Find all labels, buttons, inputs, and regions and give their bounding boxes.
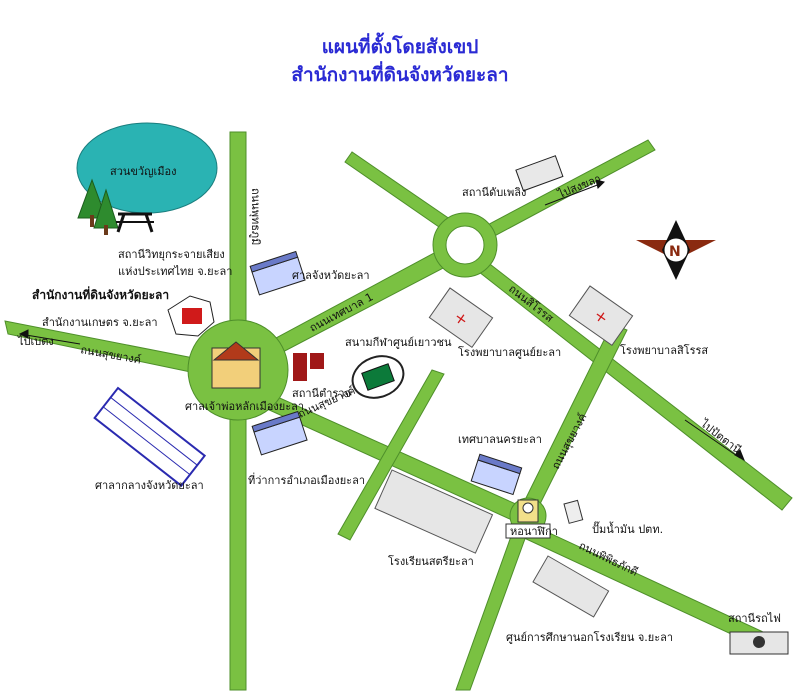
map-title: แผนที่ตั้งโดยสังเขป (321, 36, 479, 58)
park (76, 122, 218, 235)
radio-label-2: แห่งประเทศไทย จ.ยะลา (118, 265, 232, 278)
nonformal-center-label: ศูนย์การศึกษานอกโรงเรียน จ.ยะลา (506, 630, 673, 644)
train-station-label: สถานีรถไฟ (728, 612, 781, 625)
to-betong-label: ไปเบตง (17, 335, 54, 348)
municipality-icon (470, 453, 523, 496)
clock-tower-icon (517, 499, 539, 523)
shrine-label: ศาลเจ้าพ่อหลักเมืองยะลา (185, 400, 304, 413)
compass-icon: N (636, 220, 716, 280)
police-icon (293, 353, 324, 381)
stadium-label: สนามกีฬาศูนย์เยาวชน (345, 336, 452, 349)
city-hall-icon (93, 386, 207, 488)
fire-station-icon (515, 155, 564, 192)
school-icon (374, 469, 494, 554)
siroros-hospital-label: โรงพยาบาลสิโรรส (620, 343, 708, 357)
yala-hospital-icon: + (428, 287, 494, 349)
agri-office-label: สำนักงานเกษตร จ.ยะลา (42, 316, 158, 329)
gas-station-icon (563, 499, 584, 524)
direction-arrows (18, 179, 745, 462)
city-hall-label: ศาลากลางจังหวัดยะลา (95, 479, 204, 492)
police-label: สถานีตำรวจ (292, 387, 351, 400)
park-label: สวนขวัญเมือง (110, 165, 176, 178)
road-thetsaban1-label: ถนนเทศบาล 1 (307, 290, 375, 334)
road-stadium (337, 369, 445, 541)
train-station-icon (729, 631, 789, 655)
roundabout-inner (445, 225, 485, 265)
shrine-icon (211, 341, 261, 389)
road-sw (455, 527, 527, 691)
nonformal-center-icon (532, 555, 610, 618)
road-phutthaphum-label: ถนนพุทธภูมิ (249, 188, 262, 245)
school-label: โรงเรียนสตรียะลา (388, 554, 474, 568)
district-office-label: ที่ว่าการอำเภอเมืองยะลา (248, 472, 365, 487)
clock-tower-label: หอนาฬิกา (510, 525, 558, 538)
road-sirorot-label: ถนนสิโรรส (506, 281, 556, 325)
compass-letter: N (669, 244, 681, 260)
stadium-icon (351, 355, 405, 399)
yala-hospital-label: โรงพยาบาลศูนย์ยะลา (458, 345, 561, 359)
picnic-table-icon (116, 212, 154, 233)
land-office-label: สำนักงานที่ดินจังหวัดยะลา (32, 286, 169, 302)
court-building-icon (249, 250, 306, 296)
gas-station-label: ปั๊มน้ำมัน ปตท. (592, 521, 663, 536)
land-office-marker-icon (167, 295, 215, 337)
radio-label: สถานีวิทยุกระจายเสียง (118, 248, 225, 261)
court-label: ศาลจังหวัดยะลา (292, 269, 370, 282)
fire-station-label: สถานีดับเพลิง (462, 186, 526, 199)
municipality-label: เทศบาลนครยะลา (458, 433, 542, 446)
district-office-icon (251, 410, 308, 456)
map-subtitle: สำนักงานที่ดินจังหวัดยะลา (291, 64, 509, 86)
siroros-hospital-icon: + (568, 285, 634, 347)
